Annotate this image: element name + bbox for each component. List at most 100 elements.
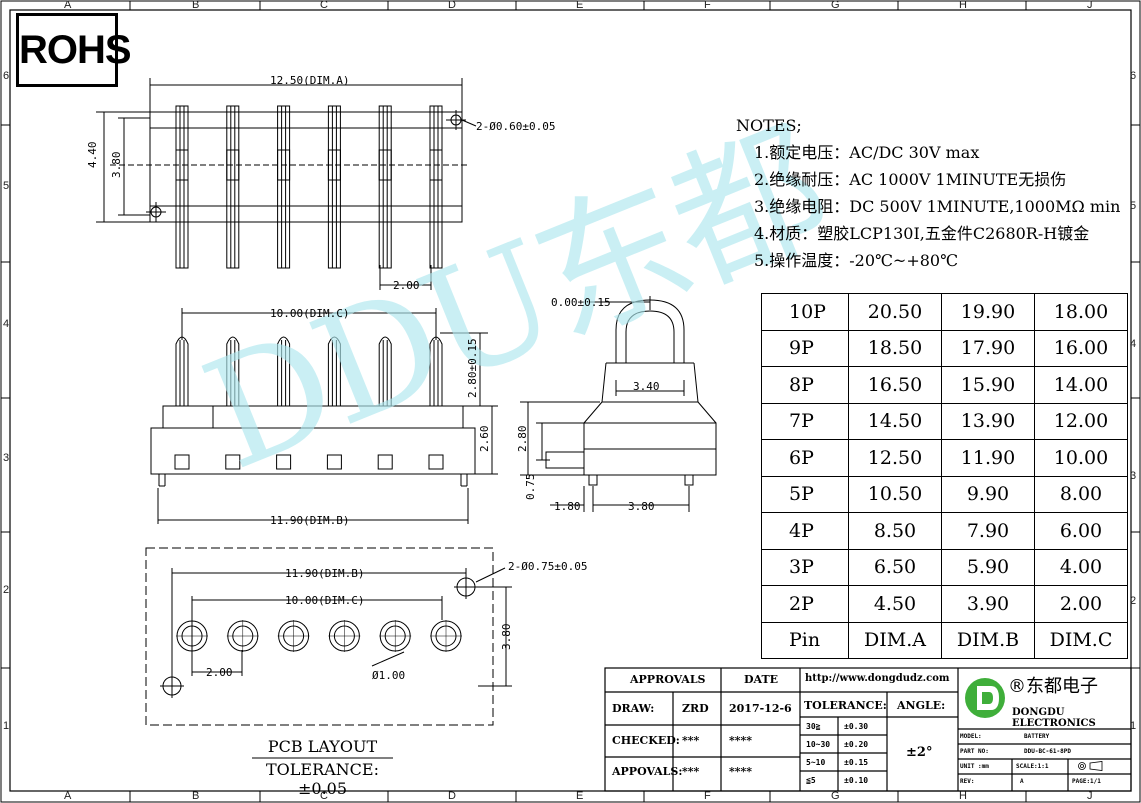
dim-value-cell: 6.50	[848, 548, 942, 586]
row-label-right: 1	[1130, 720, 1137, 732]
company-name-en: DONGDU ELECTRONICS	[1012, 707, 1096, 729]
top-view-pin	[429, 105, 443, 269]
col-label-top: B	[192, 0, 200, 11]
pcb-dim-b-label: 11.90(DIM.B)	[285, 567, 365, 580]
dim-value-cell: 8.50	[848, 512, 942, 550]
company-logo-icon	[965, 678, 1005, 718]
height-260-label: 2.60	[478, 425, 491, 453]
dim-value-cell: 3.90	[941, 585, 1035, 623]
front-view-pin-window	[225, 454, 241, 470]
front-view-pin-window	[326, 454, 342, 470]
tb-approvals: APPROVALS	[630, 673, 706, 686]
dim-value-cell: DIM.C	[1034, 621, 1128, 659]
tb-checked-label: CHECKED:	[612, 734, 680, 747]
note-item: 5.操作温度：-20℃~+80℃	[754, 251, 959, 270]
note-item: 3.绝缘电阻：DC 500V 1MINUTE,1000MΩ min	[754, 197, 1121, 216]
height-440-label: 4.40	[86, 141, 99, 169]
front-view-pin-window	[377, 454, 393, 470]
tb-tolerance-label: TOLERANCE:	[804, 699, 887, 712]
col-label-bottom: D	[448, 790, 456, 802]
dim-value-cell: 13.90	[941, 402, 1035, 440]
row-label-right: 5	[1130, 200, 1137, 212]
company-name-cn: ®东都电子	[1008, 676, 1098, 697]
col-label-bottom: H	[959, 790, 967, 802]
col-label-bottom: J	[1087, 790, 1093, 802]
front-view-pin	[429, 336, 443, 406]
pcb-hole-label: 2-Ø0.75±0.05	[508, 560, 588, 573]
row-label-right: 4	[1130, 338, 1137, 350]
notes-title: NOTES;	[736, 116, 802, 135]
dim-value-cell: 16.00	[1034, 329, 1128, 367]
front-view-pin-window	[174, 454, 190, 470]
side-280-label: 2.80	[516, 425, 529, 453]
row-label-left: 5	[3, 180, 10, 192]
pin-count-cell: 9P	[761, 329, 849, 367]
dim-value-cell: 11.90	[941, 439, 1035, 477]
tb-scale-label: SCALE:1:1	[1016, 763, 1049, 770]
front-view-pin	[327, 336, 341, 406]
tb-rev-label: REV:	[960, 778, 975, 785]
row-label-right: 3	[1130, 470, 1137, 482]
height-380-label: 3.80	[110, 151, 123, 179]
row-label-left: 4	[3, 318, 10, 330]
tb-model-value: BATTERY	[1024, 733, 1050, 740]
col-label-top: C	[320, 0, 328, 11]
tb-draw-date: 2017-12-6	[729, 702, 792, 715]
side-075-label: 0.75	[524, 473, 537, 501]
dim-value-cell: 10.00	[1034, 439, 1128, 477]
col-label-bottom: E	[576, 790, 584, 802]
dim-value-cell: DIM.A	[848, 621, 942, 659]
tb-page-label: PAGE:1/1	[1072, 778, 1101, 785]
pin-count-cell: 8P	[761, 366, 849, 404]
pcb-380-label: 3.80	[500, 623, 513, 651]
row-label-right: 2	[1130, 595, 1137, 607]
tb-angle-label: ANGLE:	[897, 699, 946, 712]
dim-value-cell: 2.00	[1034, 585, 1128, 623]
pcb-d100-label: Ø1.00	[372, 669, 406, 682]
top-view-pin-slot	[277, 149, 291, 181]
tb-appovals-label: APPOVALS:	[612, 765, 683, 778]
col-label-bottom: G	[831, 790, 840, 802]
row-label-left: 6	[3, 70, 10, 82]
pcb-layout-title: PCB LAYOUT	[267, 737, 378, 756]
dim-value-cell: 4.50	[848, 585, 942, 623]
dim-value-cell: 18.00	[1034, 293, 1128, 331]
dim-value-cell: 7.90	[941, 512, 1035, 550]
col-label-top: A	[64, 0, 72, 11]
col-label-top: F	[704, 0, 711, 11]
top-view-pin	[277, 105, 291, 269]
tb-url: http://www.dongdudz.com	[805, 673, 950, 684]
col-label-top: H	[959, 0, 967, 11]
col-label-top: G	[831, 0, 840, 11]
row-label-left: 1	[3, 720, 10, 732]
col-label-top: E	[576, 0, 584, 11]
tb-tol-value: ±0.30	[844, 722, 869, 731]
top-view-pin	[175, 105, 189, 269]
col-label-bottom: F	[704, 790, 711, 802]
dim-c-label: 10.00(DIM.C)	[270, 307, 350, 320]
dim-value-cell: 14.50	[848, 402, 942, 440]
rohs-badge: ROHS	[16, 13, 132, 87]
note-item: 1.额定电压：AC/DC 30V max	[754, 143, 980, 162]
top-view-pin-slot	[175, 149, 189, 181]
dim-value-cell: 12.00	[1034, 402, 1128, 440]
front-view-pin	[277, 336, 291, 406]
height-280-label: 2.80±0.15	[466, 338, 479, 398]
row-label-left: 2	[3, 584, 10, 596]
front-view-pin-window	[276, 454, 292, 470]
side-000-label: 0.00±0.15	[551, 296, 611, 309]
dim-value-cell: 10.50	[848, 475, 942, 513]
dim-value-cell: 19.90	[941, 293, 1035, 331]
dim-a-label: 12.50(DIM.A)	[270, 74, 350, 87]
top-view-pin-slot	[378, 149, 392, 181]
tb-part-label: PART NO:	[960, 748, 989, 755]
front-view-pin	[226, 336, 240, 406]
note-item: 2.绝缘耐压：AC 1000V 1MINUTE无损伤	[754, 170, 1067, 189]
tb-unit-label: UNIT :mm	[960, 763, 989, 770]
side-180-label: 1.80	[554, 500, 581, 513]
